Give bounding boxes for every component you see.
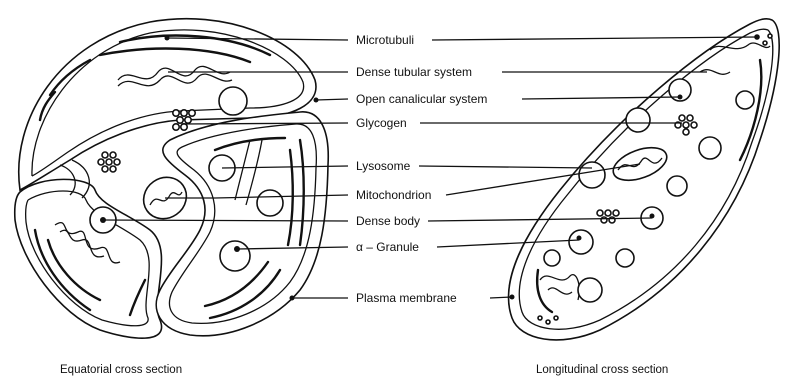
lysosome-long — [579, 162, 605, 188]
equatorial-cross-section — [15, 19, 329, 339]
granule-long-5 — [667, 176, 687, 196]
labels: Microtubuli Dense tubular system Open ca… — [356, 33, 487, 305]
label-dense-tubular-system: Dense tubular system — [356, 65, 472, 79]
label-alpha-granule: α – Granule — [356, 240, 419, 254]
label-microtubuli: Microtubuli — [356, 33, 414, 47]
longitudinal-cross-section — [509, 19, 780, 340]
granule-long-7 — [544, 250, 560, 266]
granule-eq-2 — [257, 190, 283, 216]
label-open-canalicular-system: Open canalicular system — [356, 92, 487, 106]
granule-long-2 — [736, 91, 754, 109]
glycogen-cluster-eq-1 — [173, 110, 195, 130]
plasma-membrane-longitudinal — [509, 19, 780, 340]
granule-long-4 — [699, 137, 721, 159]
label-dense-body: Dense body — [356, 214, 420, 228]
granule-long-6 — [616, 249, 634, 267]
label-mitochondrion: Mitochondrion — [356, 188, 431, 202]
granule-eq-1 — [219, 87, 247, 115]
caption-equatorial: Equatorial cross section — [60, 364, 182, 376]
label-lysosome: Lysosome — [356, 159, 411, 173]
label-plasma-membrane: Plasma membrane — [356, 291, 457, 305]
caption-longitudinal: Longitudinal cross section — [536, 364, 668, 376]
alpha-granule-eq — [220, 241, 250, 271]
granule-long-8 — [578, 278, 602, 302]
label-glycogen: Glycogen — [356, 116, 407, 130]
glycogen-cluster-eq-2 — [98, 152, 120, 172]
alpha-granule-long — [569, 230, 593, 254]
granule-long-3 — [626, 108, 650, 132]
